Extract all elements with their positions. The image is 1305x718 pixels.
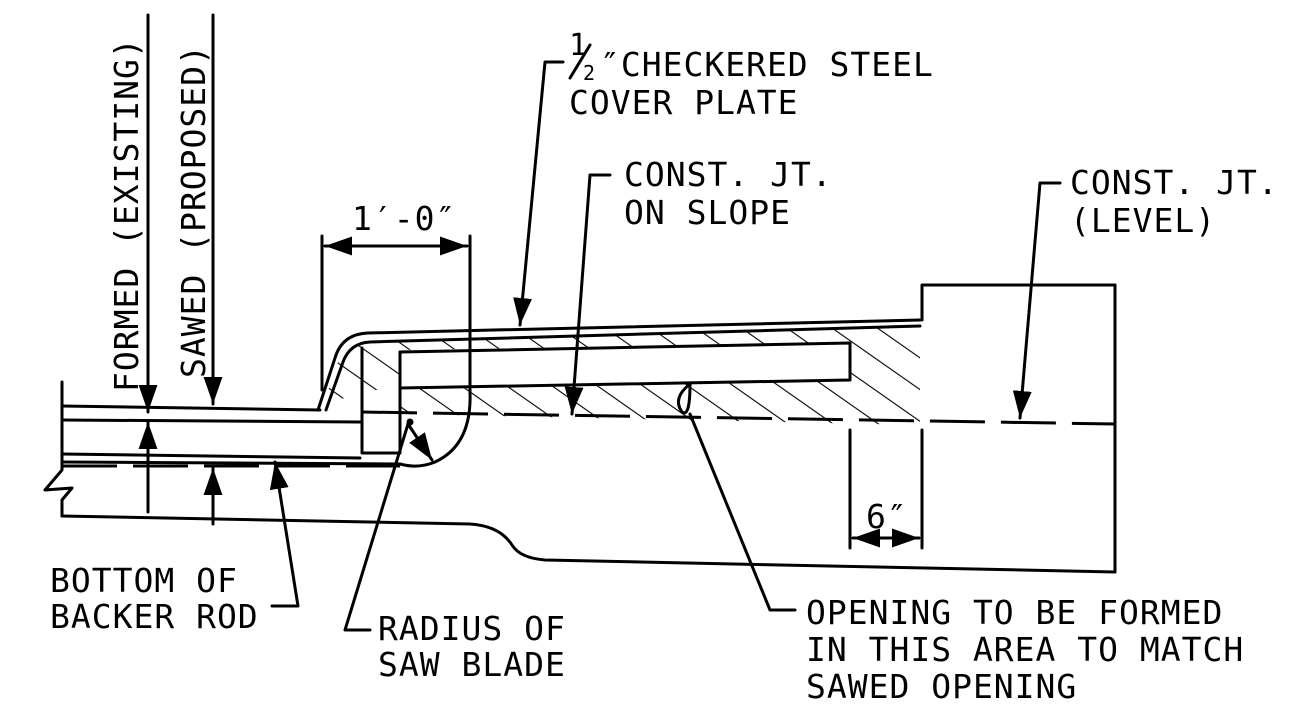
cover-plate-line2: COVER PLATE (569, 83, 799, 122)
joint-gap-bottom-line-2 (60, 460, 402, 466)
const-jt-slope-line1: CONST. JT. (624, 155, 833, 194)
joint-block (360, 346, 402, 455)
concrete-outline (43, 283, 1117, 574)
cover-plate-fraction-num: 1 (569, 28, 587, 63)
saw-blade-line2: SAW BLADE (378, 645, 566, 684)
cover-plate-fraction-den: 2 (583, 61, 595, 85)
hatched-nosing (322, 325, 920, 455)
saw-blade-line1: RADIUS OF (378, 609, 566, 648)
cover-plate-label: 1 2 ″CHECKERED STEEL COVER PLATE (568, 28, 934, 122)
const-jt-slope-line (361, 410, 1116, 426)
saw-blade-radius-curve (398, 390, 472, 468)
backer-rod-line1: BOTTOM OF (50, 561, 238, 600)
slab-bottom-profile (60, 283, 1117, 574)
dim-six-inch-label: 6″ (866, 497, 908, 536)
joint-gap-bottom-line (60, 452, 362, 460)
left-vertical-leaders (138, 13, 223, 526)
const-jt-level-line1: CONST. JT. (1070, 163, 1279, 202)
slope-void (398, 341, 852, 390)
checkered-steel-cover-plate (316, 318, 922, 412)
break-symbol (43, 380, 74, 518)
opening-line2: IN THIS AREA TO MATCH (806, 630, 1244, 669)
deck-top-line (60, 404, 322, 412)
const-jt-level-line2: (LEVEL) (1070, 201, 1216, 240)
cover-plate-line1: ″CHECKERED STEEL (600, 45, 934, 84)
formed-existing-label: FORMED (EXISTING) (107, 37, 146, 392)
dim-six-inch (848, 428, 924, 550)
opening-line1: OPENING TO BE FORMED (806, 593, 1223, 632)
leaders (269, 60, 1062, 632)
dim-one-foot-label: 1′-0″ (352, 199, 456, 238)
dim-one-foot (320, 234, 472, 394)
opening-line3: SAWED OPENING (806, 667, 1077, 706)
sawed-proposed-label: SAWED (PROPOSED) (174, 44, 213, 378)
deck-top-line-2 (60, 418, 362, 424)
backer-rod-line2: BACKER ROD (50, 597, 259, 636)
opening-mark (676, 382, 692, 415)
const-jt-slope-line2: ON SLOPE (624, 193, 791, 232)
